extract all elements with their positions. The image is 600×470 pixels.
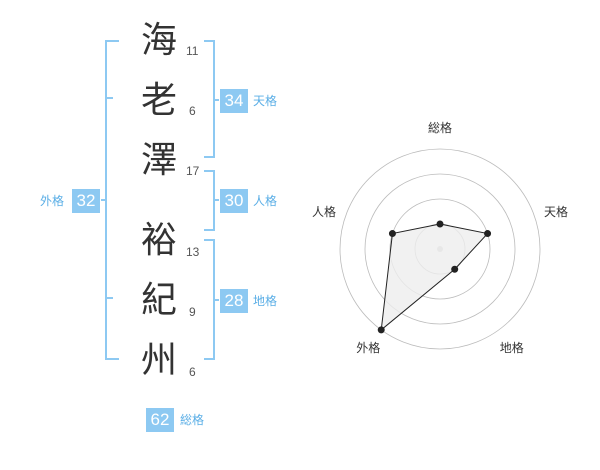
radar-axis-label-4: 外格 <box>356 341 381 356</box>
radar-point-3 <box>451 265 459 273</box>
radar-point-4 <box>377 326 385 334</box>
radar-grid-ring <box>364 173 516 325</box>
radar-axis-label-2: 天格 <box>544 204 569 219</box>
stroke-count-2: 6 <box>189 104 196 118</box>
stroke-count-6: 6 <box>189 365 196 379</box>
gaikaku-value: 32 <box>72 189 100 213</box>
radar-polygon <box>380 223 489 332</box>
radar-axis-label-1: 総格 <box>428 120 453 135</box>
jinkaku-label: 人格 <box>253 194 278 208</box>
name-char-3: 澤 <box>140 140 177 181</box>
gaikaku-label: 外格 <box>40 194 65 208</box>
name-char-4: 裕 <box>140 220 177 261</box>
name-char-5: 紀 <box>140 280 177 321</box>
tenkaku-value: 34 <box>220 89 248 113</box>
radar-grid-ring <box>389 198 491 300</box>
radar-point-5 <box>388 230 396 238</box>
radar-axis-label-3: 地格 <box>499 341 524 356</box>
jinkaku-value: 30 <box>220 189 248 213</box>
stroke-count-3: 17 <box>186 164 200 178</box>
soukaku-label: 総格 <box>180 413 205 427</box>
radar-point-1 <box>436 220 444 228</box>
stroke-count-5: 9 <box>189 305 196 319</box>
radar-grid-ring <box>339 148 541 350</box>
soukaku-value: 62 <box>146 408 174 432</box>
tenkaku-label: 天格 <box>253 94 278 108</box>
name-char-6: 州 <box>140 340 177 381</box>
name-char-2: 老 <box>140 80 177 121</box>
stroke-count-1: 11 <box>186 44 199 58</box>
stroke-count-4: 13 <box>186 245 200 259</box>
chikaku-label: 地格 <box>253 294 278 308</box>
chikaku-value: 28 <box>220 289 248 313</box>
radar-point-2 <box>484 230 492 238</box>
radar-axis-label-5: 人格 <box>311 204 336 219</box>
name-char-1: 海 <box>140 20 177 61</box>
